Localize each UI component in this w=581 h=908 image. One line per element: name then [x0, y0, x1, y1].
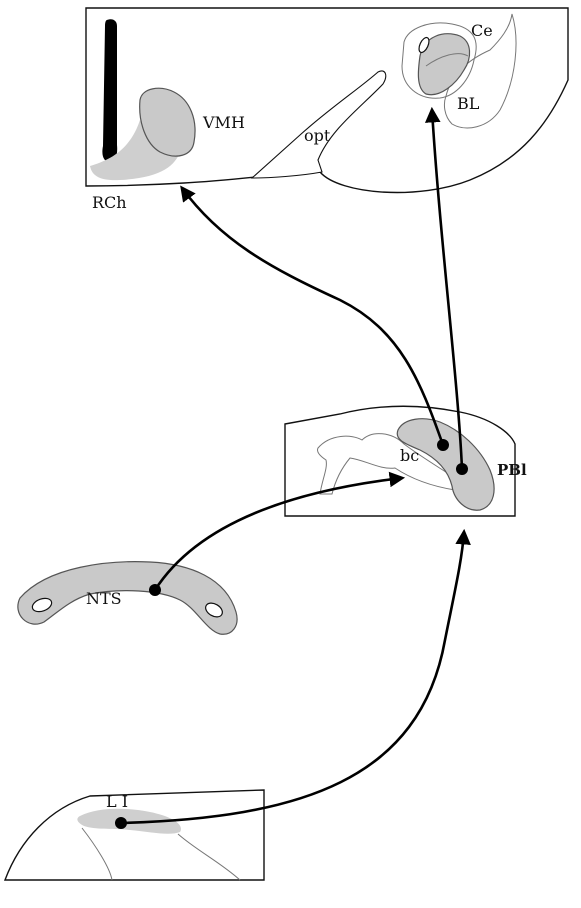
li-label: L I [106, 792, 128, 811]
pbl-label: PBl [497, 461, 527, 479]
pbl-origin-dot-lower [456, 463, 468, 475]
amygdala-vessel [418, 36, 430, 54]
nts-section: NTS [17, 561, 238, 635]
arrow-li-to-pbl [120, 528, 471, 825]
nts-nucleus [17, 561, 238, 635]
amygdala-outline [401, 22, 477, 99]
nts-label: NTS [86, 589, 122, 608]
forebrain-section: VMH RCh opt Ce BL [85, 7, 569, 212]
vmh-nucleus [139, 87, 196, 157]
ce-inner-boundary [425, 53, 469, 67]
vmh-label: VMH [202, 113, 245, 132]
spinal-section: L I [3, 789, 265, 881]
optic-tract [250, 70, 387, 179]
third-ventricle [102, 19, 118, 162]
dorsal-horn-right-boundary [177, 833, 241, 881]
arrow-pbl-to-vmh [180, 185, 445, 446]
bl-label: BL [457, 94, 480, 113]
opt-label: opt [304, 126, 331, 145]
lamina-i [77, 808, 181, 834]
nts-origin-dot [149, 584, 161, 596]
ce-label: Ce [471, 21, 493, 40]
bc-outline [317, 433, 456, 495]
arrow-nts-to-bc [153, 471, 406, 591]
rch-label: RCh [92, 193, 127, 212]
li-origin-dot [115, 817, 127, 829]
bc-label: bc [400, 446, 419, 465]
pathways [115, 106, 471, 829]
nts-vessel-right [205, 602, 223, 618]
parabrachial-section: bc PBl [284, 405, 527, 517]
ce-nucleus [417, 33, 471, 96]
dorsal-horn-left-boundary [81, 827, 113, 881]
bl-outline [443, 13, 517, 129]
spinal-section-outline [3, 789, 265, 881]
arrow-pbl-to-ce [424, 106, 464, 470]
hypothalamic-shading [90, 120, 180, 181]
pbl-origin-dot-upper [437, 439, 449, 451]
pbl-nucleus [396, 418, 495, 511]
nts-vessel-left [31, 597, 53, 613]
